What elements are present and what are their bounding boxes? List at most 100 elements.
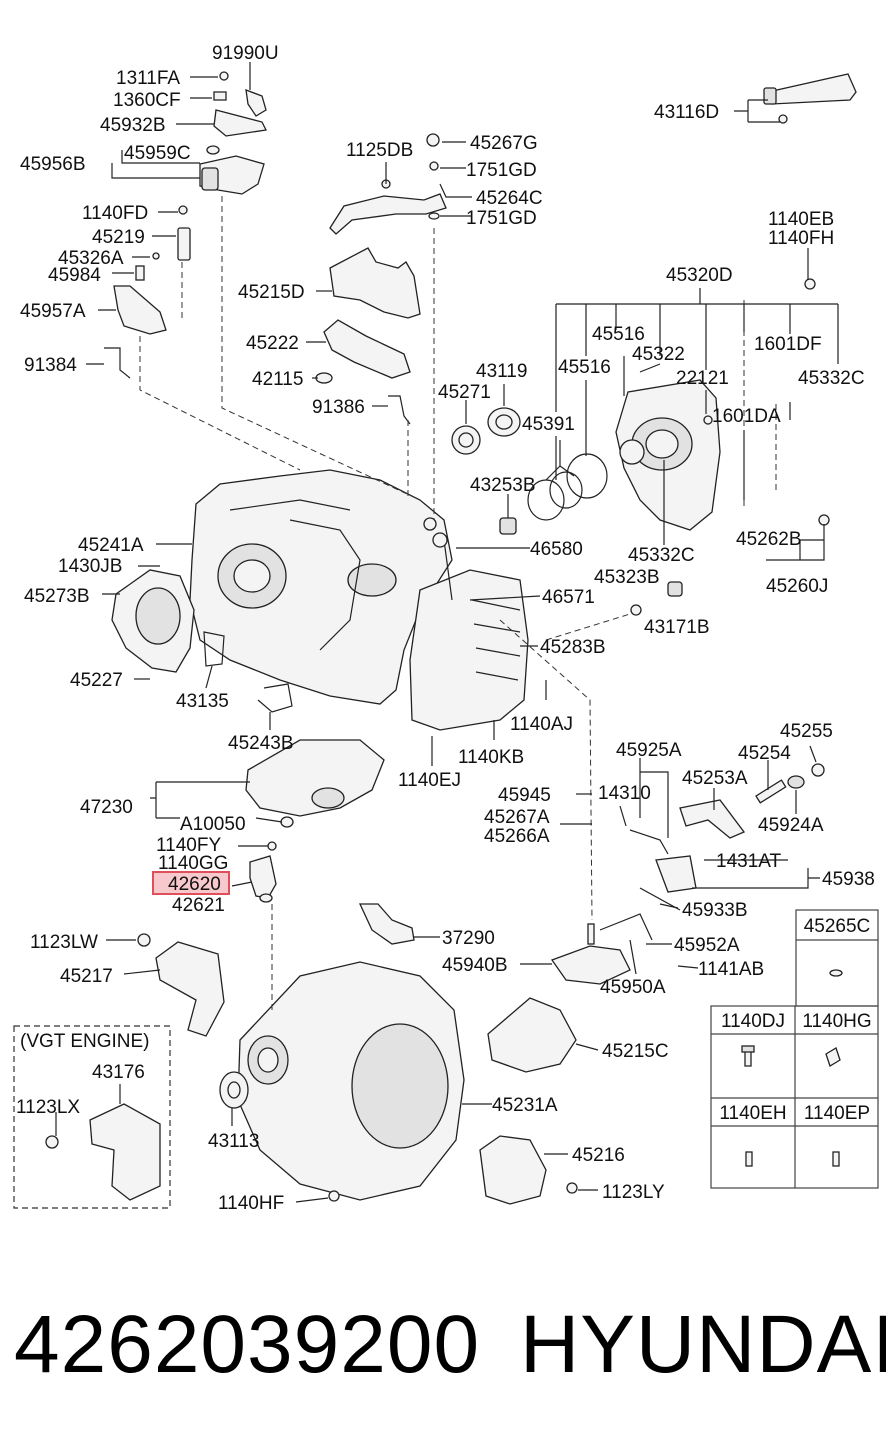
label-46571: 46571 [542,587,595,608]
part-drawings [45,71,857,1205]
label-1140KB: 1140KB [458,747,524,768]
label-46580: 46580 [530,539,583,560]
label-1123LW: 1123LW [30,932,98,953]
label-45516-a: 45516 [592,324,645,345]
label-45516-b: 45516 [558,357,611,378]
label-1140HF: 1140HF [218,1193,284,1214]
label-91386: 91386 [312,397,365,418]
label-45273B: 45273B [24,586,90,607]
label-42620: 42620 [168,874,221,895]
label-45243B: 45243B [228,733,294,754]
label-1140EJ: 1140EJ [398,770,461,791]
label-45267G: 45267G [470,133,538,154]
label-1601DF: 1601DF [754,334,822,355]
table-header-1140DJ: 1140DJ [721,1011,785,1032]
label-1431AT: 1431AT [716,851,782,872]
callout-labels: 91990U 1311FA 1360CF 45932B 45959C 45956… [16,43,875,1214]
label-45227: 45227 [70,670,123,691]
footer-part-number: 4262039200 [14,1299,481,1390]
parts-table: 45265C 1140DJ 1140HG 1140EH 1140EP [710,909,879,1189]
label-45253A: 45253A [682,768,748,789]
label-45283B: 45283B [540,637,606,658]
label-45326A: 45326A [58,248,124,269]
label-42621: 42621 [172,895,225,916]
label-45925A: 45925A [616,740,682,761]
label-45267A: 45267A [484,807,550,828]
label-45932B: 45932B [100,115,166,136]
label-45216: 45216 [572,1145,625,1166]
table-header-1140HG: 1140HG [802,1011,871,1032]
label-45217: 45217 [60,966,113,987]
label-1311FA: 1311FA [116,68,180,89]
label-14310: 14310 [598,783,651,804]
label-1430JB: 1430JB [58,556,122,577]
label-1751GD-b: 1751GD [466,208,537,229]
label-45323B: 45323B [594,567,660,588]
label-43116D: 43116D [654,102,719,123]
label-43176: 43176 [92,1062,145,1083]
label-42115: 42115 [252,369,303,390]
label-45952A: 45952A [674,935,740,956]
label-45945: 45945 [498,785,551,806]
label-43113: 43113 [208,1131,259,1152]
label-1140EB: 1140EB [768,209,834,230]
label-1123LX: 1123LX [16,1097,80,1118]
vgt-engine-box [13,1025,171,1209]
table-header-1140EH: 1140EH [719,1103,786,1124]
highlight-box [152,871,230,895]
label-45959C: 45959C [124,143,191,164]
label-45222: 45222 [246,333,299,354]
label-45271: 45271 [438,382,491,403]
label-22121: 22121 [676,368,729,389]
label-43119: 43119 [476,361,527,382]
label-1125DB: 1125DB [346,140,413,161]
label-45254: 45254 [738,743,791,764]
label-45938: 45938 [822,869,875,890]
label-45391: 45391 [522,414,575,435]
footer: 4262039200 HYUNDAI [0,1290,886,1400]
label-43135: 43135 [176,691,229,712]
label-45262B: 45262B [736,529,802,550]
label-45957A: 45957A [20,301,86,322]
label-45215C: 45215C [602,1041,669,1062]
label-A10050: A10050 [180,814,246,835]
label-1141AB: 1141AB [698,959,764,980]
label-43171B: 43171B [644,617,710,638]
label-45332C-b: 45332C [628,545,695,566]
label-1140FY: 1140FY [156,835,221,856]
label-1140FD: 1140FD [82,203,148,224]
label-45984: 45984 [48,265,101,286]
label-45933B: 45933B [682,900,748,921]
label-45231A: 45231A [492,1095,558,1116]
label-45956B: 45956B [20,154,86,175]
label-45260J: 45260J [766,576,828,597]
label-vgt-engine: (VGT ENGINE) [20,1031,150,1052]
label-45940B: 45940B [442,955,508,976]
label-1360CF: 1360CF [113,90,181,111]
label-45320D: 45320D [666,265,733,286]
label-1123LY: 1123LY [602,1182,665,1203]
label-1140FH: 1140FH [768,228,834,249]
label-45255: 45255 [780,721,833,742]
assembly-dashed-lines [139,196,777,1010]
label-91990U: 91990U [212,43,279,64]
label-47230: 47230 [80,797,133,818]
label-45219: 45219 [92,227,145,248]
leader-lines [55,62,839,1203]
label-91384: 91384 [24,355,77,376]
table-header-1140EP: 1140EP [804,1103,870,1124]
label-45322: 45322 [632,344,685,365]
label-45266A: 45266A [484,826,550,847]
table-header-45265C: 45265C [804,916,871,937]
label-1140GG: 1140GG [158,853,228,874]
label-1601DA: 1601DA [712,406,781,427]
label-1140AJ: 1140AJ [510,714,573,735]
footer-brand: HYUNDAI [520,1299,886,1390]
label-45264C: 45264C [476,188,543,209]
label-45924A: 45924A [758,815,824,836]
label-1751GD-a: 1751GD [466,160,537,181]
label-45950A: 45950A [600,977,666,998]
label-37290: 37290 [442,928,495,949]
label-45332C-a: 45332C [798,368,865,389]
